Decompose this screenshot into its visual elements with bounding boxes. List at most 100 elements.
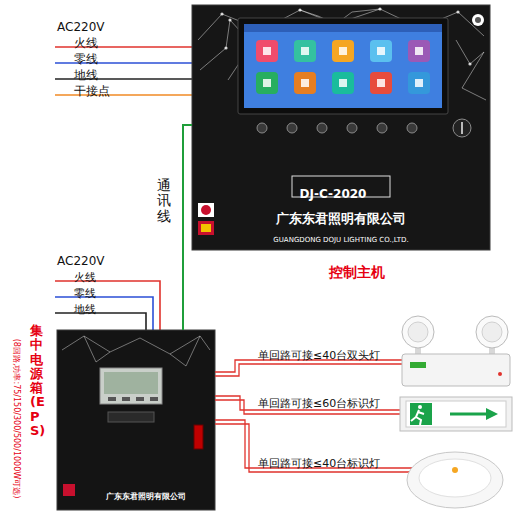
control-host-housing-part-part: [456, 10, 459, 13]
double-head-lamp-part: [482, 322, 502, 342]
wire-label: 零线: [74, 52, 98, 66]
communication-line: [183, 125, 192, 330]
control-host-housing-part-part: [294, 40, 316, 62]
eps-mains-wires-part: [55, 281, 160, 330]
wire-label: 地线: [74, 303, 96, 316]
wire-label: 干接点: [74, 84, 110, 98]
wire-label: 地线: [74, 68, 98, 82]
double-head-lamp-part: [402, 354, 510, 386]
double-head-lamp-part: [410, 362, 426, 368]
spec-note: (8回路,功率:75/150/300/500/1000W可选): [12, 339, 21, 499]
round-lamp-part: [419, 459, 491, 497]
exit-sign-part: [400, 397, 512, 431]
double-head-lamp-part: [402, 316, 434, 348]
control-host-housing-part-part: [298, 8, 301, 11]
control-host-housing-part-part: [377, 47, 385, 55]
control-host: DJ-C-2020 广东东君照明有限公司 GUANGDONG DOJU LIGHTI…: [192, 5, 490, 250]
eps-housing-part: [63, 484, 75, 496]
wire-label: 零线: [74, 287, 96, 300]
circuit-capacity-label: 单回路可接≤60台标识灯: [258, 397, 380, 410]
round-lamp-part: [407, 452, 503, 508]
control-host-housing-part-part: [228, 18, 231, 21]
control-host-housing-part: [257, 123, 417, 133]
exit-sign-part: [450, 413, 488, 416]
round-lamp: [407, 452, 503, 508]
wire-label: AC220V: [57, 254, 105, 268]
control-host-housing-part-part: [407, 123, 417, 133]
control-host-housing-part-part: [287, 123, 297, 133]
control-host-housing-part: [238, 18, 448, 114]
edge-label: 通讯线: [157, 178, 171, 224]
eps-housing-part: [57, 330, 215, 510]
eps-housing-part: [104, 372, 158, 394]
control-host-housing-part-part: [370, 40, 392, 62]
control-host-housing-part-part: [339, 47, 347, 55]
control-host-housing-part-part: [468, 62, 471, 65]
model-number: DJ-C-2020: [300, 187, 367, 201]
control-host-housing-part-part: [332, 40, 354, 62]
eps-housing-part-part: [170, 336, 200, 366]
exit-sign-part: [411, 410, 424, 425]
eps-housing-part: [108, 397, 158, 401]
control-host-housing-part-part: [347, 123, 357, 133]
control-host-housing-part-part: [377, 123, 387, 133]
eps-housing-part-part: [122, 397, 130, 401]
double-head-lamp-part: [408, 322, 428, 342]
eps-housing-part-part: [62, 336, 210, 354]
wire-label: AC220V: [57, 20, 105, 34]
control-host-housing-part-part: [294, 72, 316, 94]
circuit-capacity-label: 单回路可接≤40台双头灯: [258, 349, 380, 362]
exit-sign-part: [418, 405, 422, 409]
control-host-housing-part-part: [263, 79, 271, 87]
eps-mains-wires-part: [55, 297, 153, 330]
control-host-housing-part-part: [317, 123, 327, 133]
exit-sign-part: [406, 401, 506, 427]
double-head-lamp-part: [498, 372, 502, 376]
control-host-housing-part: [198, 221, 214, 235]
control-host-housing-part-part: [415, 47, 423, 55]
control-host-housing-part-part: [408, 72, 430, 94]
control-host-housing-part-part: [408, 40, 430, 62]
control-host-housing-part: [453, 119, 471, 137]
company-name: 广东东君照明有限公司: [106, 492, 186, 501]
eps-housing-part: [194, 425, 203, 449]
control-host-housing-part-part: [456, 40, 486, 100]
output-wires: [215, 360, 412, 472]
control-host-housing-part-part: [377, 79, 385, 87]
output-wires-part: [215, 396, 400, 410]
control-host-housing-part: [192, 5, 490, 250]
round-lamp-part: [452, 467, 458, 473]
control-host-housing-part-part: [301, 79, 309, 87]
control-host-housing-part-part: [415, 79, 423, 87]
node-heading: 集中电源箱(EPS): [30, 324, 43, 438]
output-wires-part: [215, 424, 411, 472]
control-host-housing-part-part: [256, 40, 278, 62]
eps-housing: [57, 330, 215, 510]
control-host-housing-part-part: [332, 72, 354, 94]
control-host-housing-part: [256, 40, 430, 94]
control-host-housing-part: [461, 122, 463, 134]
control-host-housing-part-part: [378, 7, 381, 10]
eps-housing-part-part: [136, 397, 144, 401]
double-head-lamp: [402, 316, 510, 386]
control-host-housing-part-part: [257, 123, 267, 133]
eps-box: 集中电源箱(EPS)(8回路,功率:75/150/300/500/1000W可选…: [57, 330, 215, 510]
company-name-en: GUANGDONG DOJU LIGHTING CO.,LTD.: [273, 236, 408, 244]
exit-sign: [400, 397, 512, 431]
exit-sign-part: [486, 408, 498, 420]
eps-housing-part-part: [84, 336, 110, 362]
control-host-housing-part-part: [301, 47, 309, 55]
control-host-housing-part-part: [339, 79, 347, 87]
eps-mains-wires-part: [55, 313, 146, 330]
control-host-housing-part: [244, 24, 442, 108]
eps-housing-part: [100, 368, 162, 404]
double-head-lamp-part: [476, 316, 508, 348]
eps-mains-wires: [55, 281, 160, 330]
control-host-housing-part: [201, 205, 211, 215]
control-host-housing-part: [201, 224, 211, 232]
control-host-housing-part-part: [220, 12, 223, 15]
wire-label: 火线: [74, 271, 96, 284]
control-host-housing-part: [263, 47, 423, 87]
circuit-capacity-label: 单回路可接≤40台标识灯: [258, 457, 380, 470]
company-name: 广东东君照明有限公司: [276, 211, 406, 226]
